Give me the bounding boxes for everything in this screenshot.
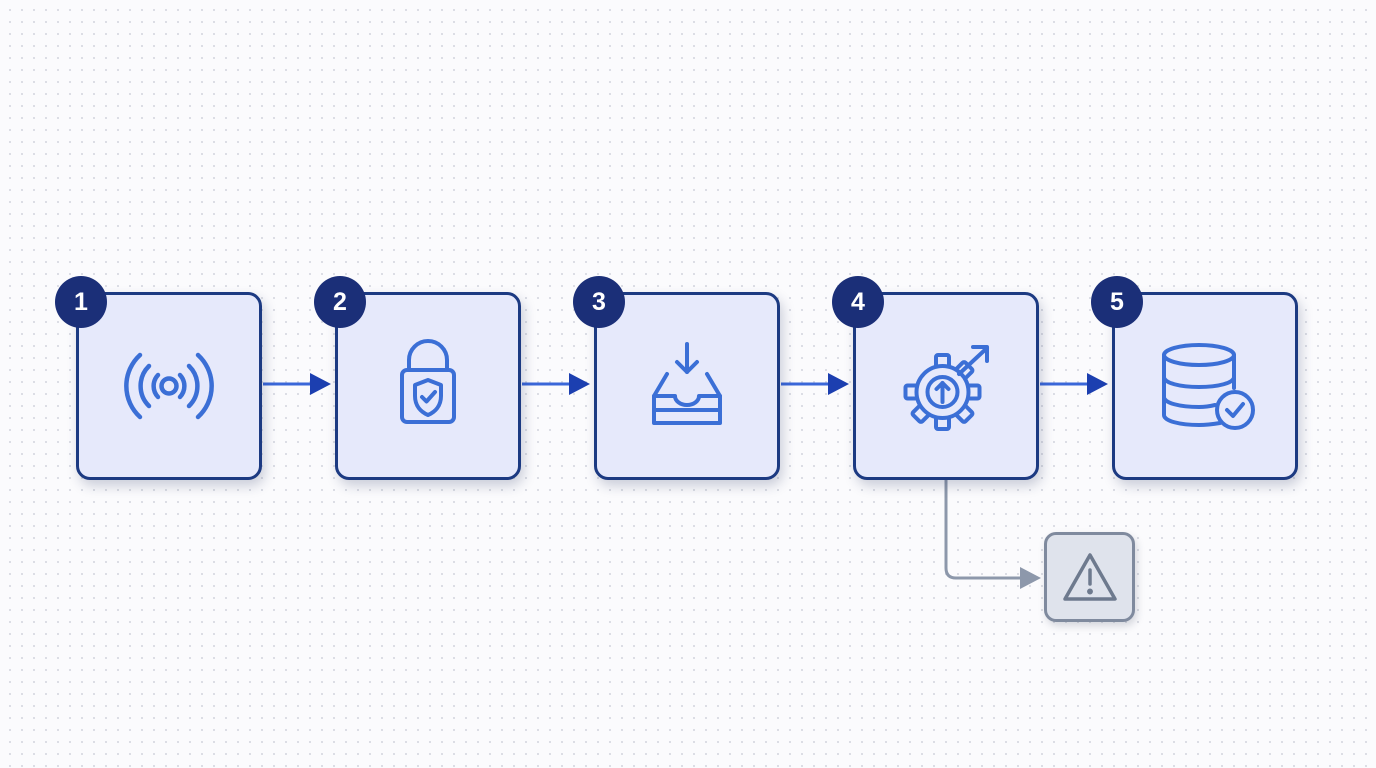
step-2-badge: 2: [314, 276, 366, 328]
step-5-badge: 5: [1091, 276, 1143, 328]
warning-box: [1044, 532, 1135, 622]
step-1-badge: 1: [55, 276, 107, 328]
gear-upload-arrow-icon: [903, 345, 989, 431]
connector-1-2: [263, 373, 331, 395]
connector-3-4: [781, 373, 849, 395]
padlock-shield-check-icon: [400, 339, 456, 424]
database-check-icon: [1162, 343, 1255, 430]
step-4-box: [853, 292, 1039, 480]
step-3-badge: 3: [573, 276, 625, 328]
branch-connector: [944, 480, 1041, 589]
step-2-box: [335, 292, 521, 480]
wireless-signal-icon: [124, 352, 214, 420]
step-5-box: [1112, 292, 1298, 480]
connector-4-5: [1040, 373, 1108, 395]
inbox-download-icon: [652, 342, 722, 425]
connector-2-3: [522, 373, 590, 395]
step-3-box: [594, 292, 780, 480]
step-1-box: [76, 292, 262, 480]
warning-triangle-icon: [1062, 553, 1117, 601]
step-4-badge: 4: [832, 276, 884, 328]
